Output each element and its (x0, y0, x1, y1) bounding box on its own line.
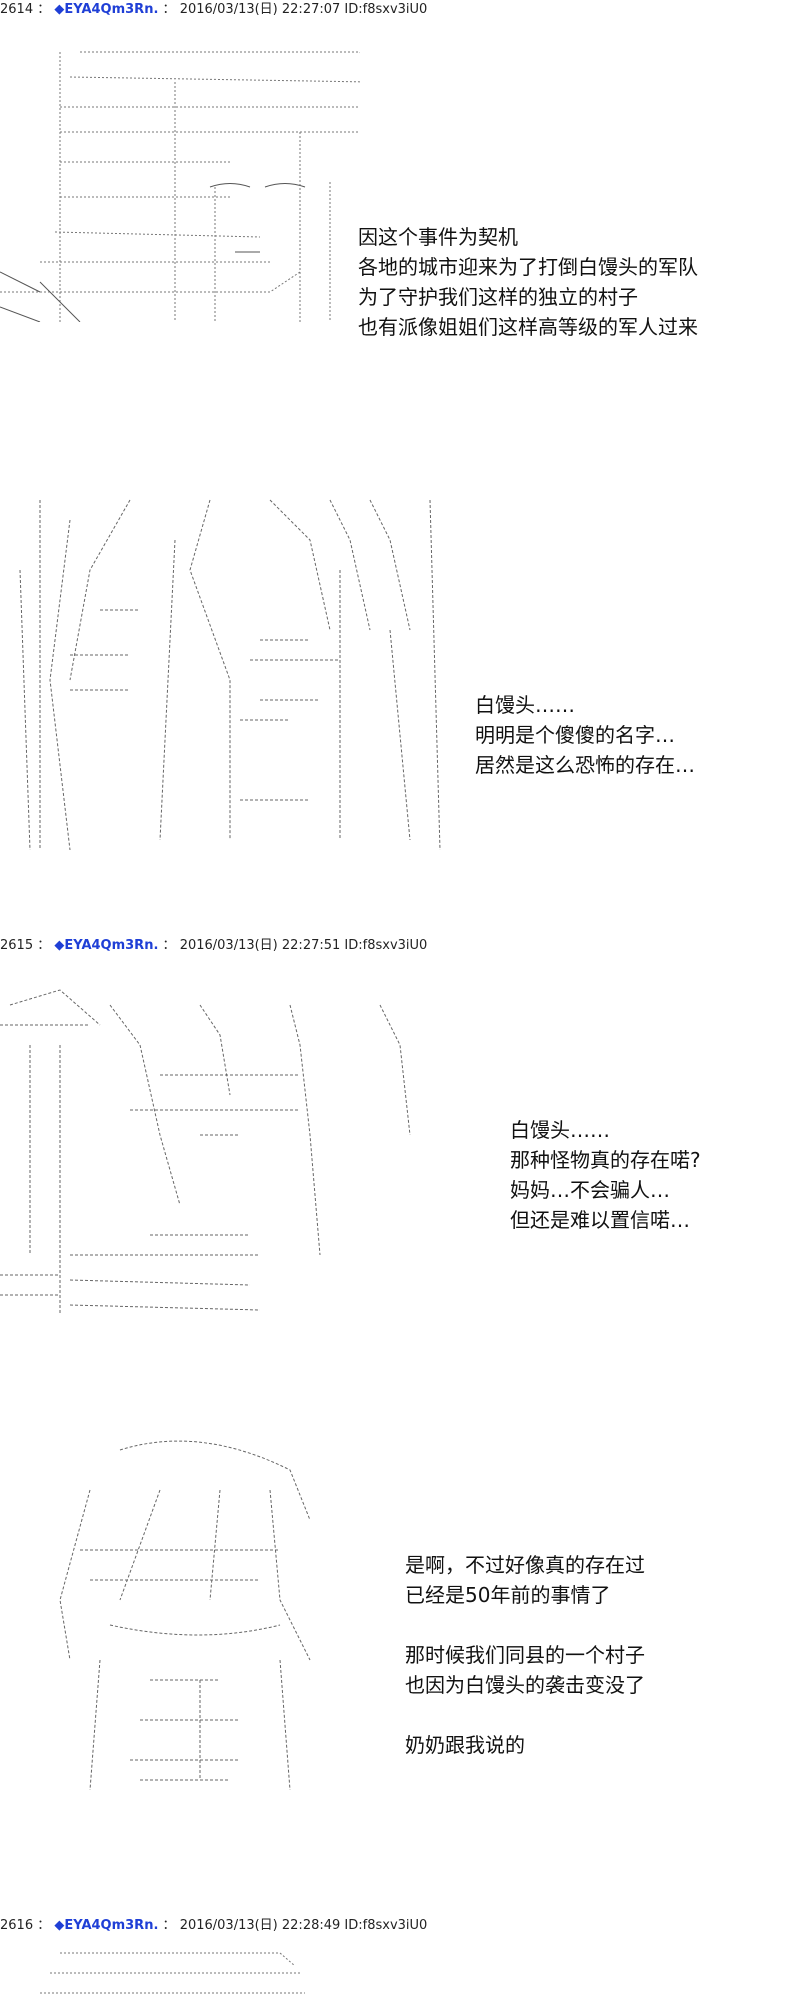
post-number: 2615 (0, 938, 34, 953)
post-separator: ： (37, 1918, 51, 1933)
speech-line: 白馒头…… (510, 1118, 610, 1142)
speech-line (405, 1700, 645, 1730)
speech-line: 但还是难以置信喏… (510, 1208, 690, 1232)
speech-line: 那时候我们同县的一个村子 (405, 1643, 645, 1667)
post-meta: 2016/03/13(日) 22:28:49 ID:f8sxv3iU0 (179, 1918, 428, 1933)
speech-line: 白馒头…… (475, 693, 575, 717)
post-number: 2614 (0, 2, 34, 17)
speech-line: 因这个事件为契机 (358, 225, 518, 249)
speech-line (405, 1610, 645, 1640)
post-meta: 2016/03/13(日) 22:27:51 ID:f8sxv3iU0 (179, 938, 428, 953)
post-meta: 2016/03/13(日) 22:27:07 ID:f8sxv3iU0 (179, 2, 428, 17)
speech-line: 奶奶跟我说的 (405, 1733, 525, 1757)
speech-block-3: 白馒头…… 那种怪物真的存在喏? 妈妈…不会骗人… 但还是难以置信喏… (510, 1115, 701, 1235)
speech-line: 那种怪物真的存在喏? (510, 1148, 701, 1172)
speech-line: 妈妈…不会骗人… (510, 1178, 670, 1202)
post-separator: ： (37, 2, 51, 17)
speech-line: 是啊，不过好像真的存在过 (405, 1553, 645, 1577)
post-separator: ： (162, 938, 176, 953)
post-separator: ： (162, 1918, 176, 1933)
speech-line: 为了守护我们这样的独立的村子 (358, 285, 638, 309)
poster-name-link[interactable]: ◆EYA4Qm3Rn. (54, 2, 159, 17)
post-separator: ： (162, 2, 176, 17)
poster-name-link[interactable]: ◆EYA4Qm3Rn. (54, 938, 159, 953)
ascii-art-girl-icon (0, 985, 420, 1315)
post-number: 2616 (0, 1918, 34, 1933)
ascii-art-soldier-icon (0, 22, 360, 322)
speech-line: 已经是50年前的事情了 (405, 1583, 611, 1607)
speech-line: 也因为白馒头的袭击变没了 (405, 1673, 645, 1697)
ascii-art-monster-icon (10, 480, 450, 850)
speech-block-2: 白馒头…… 明明是个傻傻的名字… 居然是这么恐怖的存在… (475, 690, 695, 780)
speech-block-4: 是啊，不过好像真的存在过 已经是50年前的事情了 那时候我们同县的一个村子 也因… (405, 1550, 645, 1760)
speech-block-1: 因这个事件为契机 各地的城市迎来为了打倒白馒头的军队 为了守护我们这样的独立的村… (358, 222, 698, 342)
speech-line: 也有派像姐姐们这样高等级的军人过来 (358, 315, 698, 339)
post-header-2615: 2615 ： ◆EYA4Qm3Rn. ： 2016/03/13(日) 22:27… (0, 938, 427, 954)
ascii-art-next-icon (40, 1948, 320, 2000)
speech-line: 居然是这么恐怖的存在… (475, 753, 695, 777)
post-separator: ： (37, 938, 51, 953)
speech-line: 各地的城市迎来为了打倒白馒头的军队 (358, 255, 698, 279)
poster-name-link[interactable]: ◆EYA4Qm3Rn. (54, 1918, 159, 1933)
speech-line: 明明是个傻傻的名字… (475, 723, 675, 747)
ascii-art-girl-smiling-icon (50, 1430, 350, 1790)
post-header-2614: 2614 ： ◆EYA4Qm3Rn. ： 2016/03/13(日) 22:27… (0, 2, 427, 18)
post-header-2616: 2616 ： ◆EYA4Qm3Rn. ： 2016/03/13(日) 22:28… (0, 1918, 427, 1934)
